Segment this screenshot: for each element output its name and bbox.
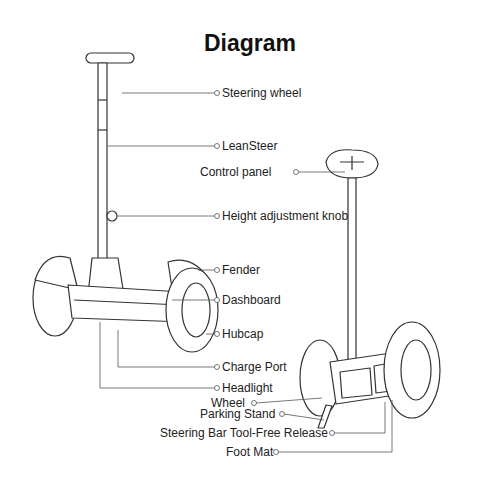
- hubcap: [401, 340, 431, 400]
- part-label: Parking Stand: [200, 407, 275, 421]
- part-label: LeanSteer: [222, 139, 277, 153]
- part-label: Headlight: [222, 381, 273, 395]
- wheel: [166, 268, 218, 352]
- parking-stand: [318, 405, 332, 428]
- part-label: Fender: [222, 263, 260, 277]
- steering-stem: [348, 178, 356, 368]
- part-label: Foot Mat: [226, 445, 273, 459]
- knob: [107, 211, 117, 221]
- diagram-title: Diagram: [0, 30, 500, 57]
- part-label: Dashboard: [222, 293, 281, 307]
- part-label: Control panel: [200, 165, 271, 179]
- part-label: Charge Port: [222, 360, 287, 374]
- leader-lines: [100, 93, 392, 452]
- part-label: Height adjustment knob: [222, 209, 348, 223]
- part-label: Steering Bar Tool-Free Release: [160, 426, 328, 440]
- part-label: Steering wheel: [222, 86, 301, 100]
- hubcap: [182, 283, 210, 337]
- part-label: Hubcap: [222, 327, 263, 341]
- handlebar: [326, 150, 378, 178]
- steering-stem: [98, 63, 107, 268]
- handlebar: [86, 53, 134, 63]
